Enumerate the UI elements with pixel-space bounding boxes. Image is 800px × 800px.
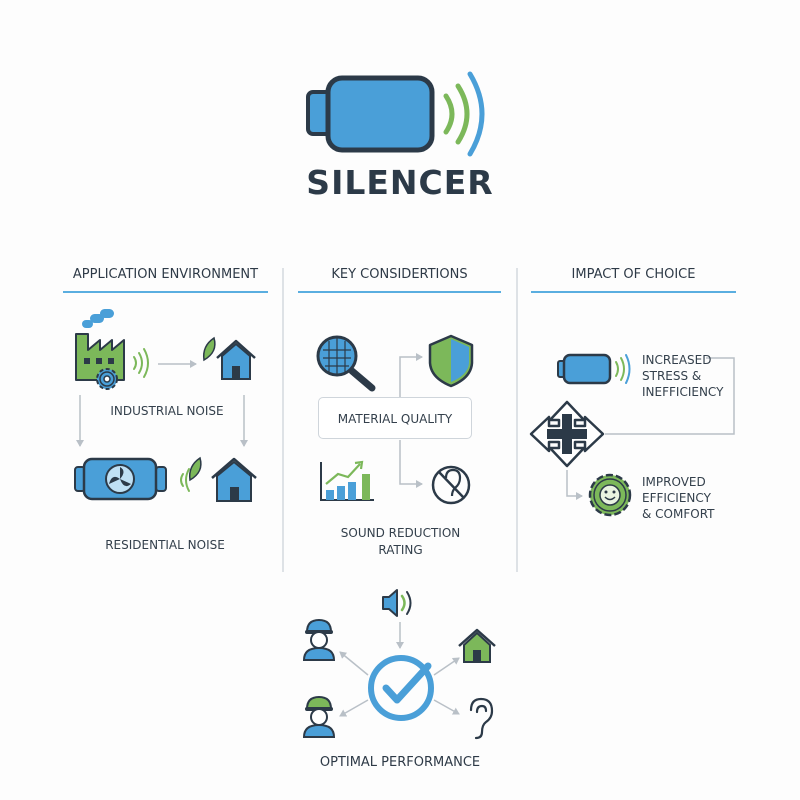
col-heading-impact: IMPACT OF CHOICE (571, 267, 696, 282)
house-icon (458, 628, 496, 663)
small-silencer-icon (557, 353, 612, 385)
col-heading-application: APPLICATION ENVIRONMENT (72, 267, 259, 282)
small-sound-waves-icon (180, 468, 190, 492)
industrial-noise-label: INDUSTRIAL NOISE (110, 404, 224, 418)
sound-waves-icon (443, 71, 485, 157)
house-icon (211, 457, 257, 502)
improved-efficiency-line: & COMFORT (642, 507, 715, 521)
small-sound-waves-icon (133, 348, 149, 378)
increased-stress-line: INCREASED (642, 353, 712, 367)
fan-silencer-icon (74, 457, 167, 501)
bar-chart-icon (320, 460, 374, 501)
no-hearing-icon (431, 465, 471, 505)
leaf-icon (202, 336, 216, 362)
factory-icon (75, 309, 125, 381)
increased-stress-line: STRESS & (642, 369, 702, 383)
smiley-gear-icon (588, 473, 632, 517)
checkmark-circle-icon (368, 655, 434, 721)
small-sound-waves-icon (615, 354, 631, 384)
col-heading-considerations: KEY CONSIDERTIONS (331, 267, 468, 282)
sound-reduction-label: SOUND REDUCTION (340, 526, 461, 540)
material-quality-box (318, 397, 472, 439)
ear-icon (469, 697, 494, 740)
increased-stress-line: INEFFICIENCY (642, 385, 724, 399)
shield-icon (428, 334, 474, 388)
speaker-icon (382, 589, 412, 617)
magnifier-icon (316, 335, 376, 392)
material-quality-label: MATERIAL QUALITY (337, 412, 453, 426)
worker-icon (302, 695, 336, 738)
page-title: SILENCER (306, 163, 494, 202)
improved-efficiency-line: IMPROVED (642, 475, 706, 489)
leaf-icon (188, 456, 202, 482)
residential-noise-label: RESIDENTIAL NOISE (105, 538, 225, 552)
gear-icon (96, 368, 118, 390)
optimal-performance-label: OPTIMAL PERFORMANCE (319, 755, 481, 770)
rating-label: RATING (378, 543, 423, 557)
improved-efficiency-line: EFFICIENCY (642, 491, 711, 505)
worker-icon (302, 618, 336, 661)
silencer-icon (306, 75, 435, 153)
house-icon (216, 339, 256, 380)
move-arrows-icon (529, 400, 605, 468)
